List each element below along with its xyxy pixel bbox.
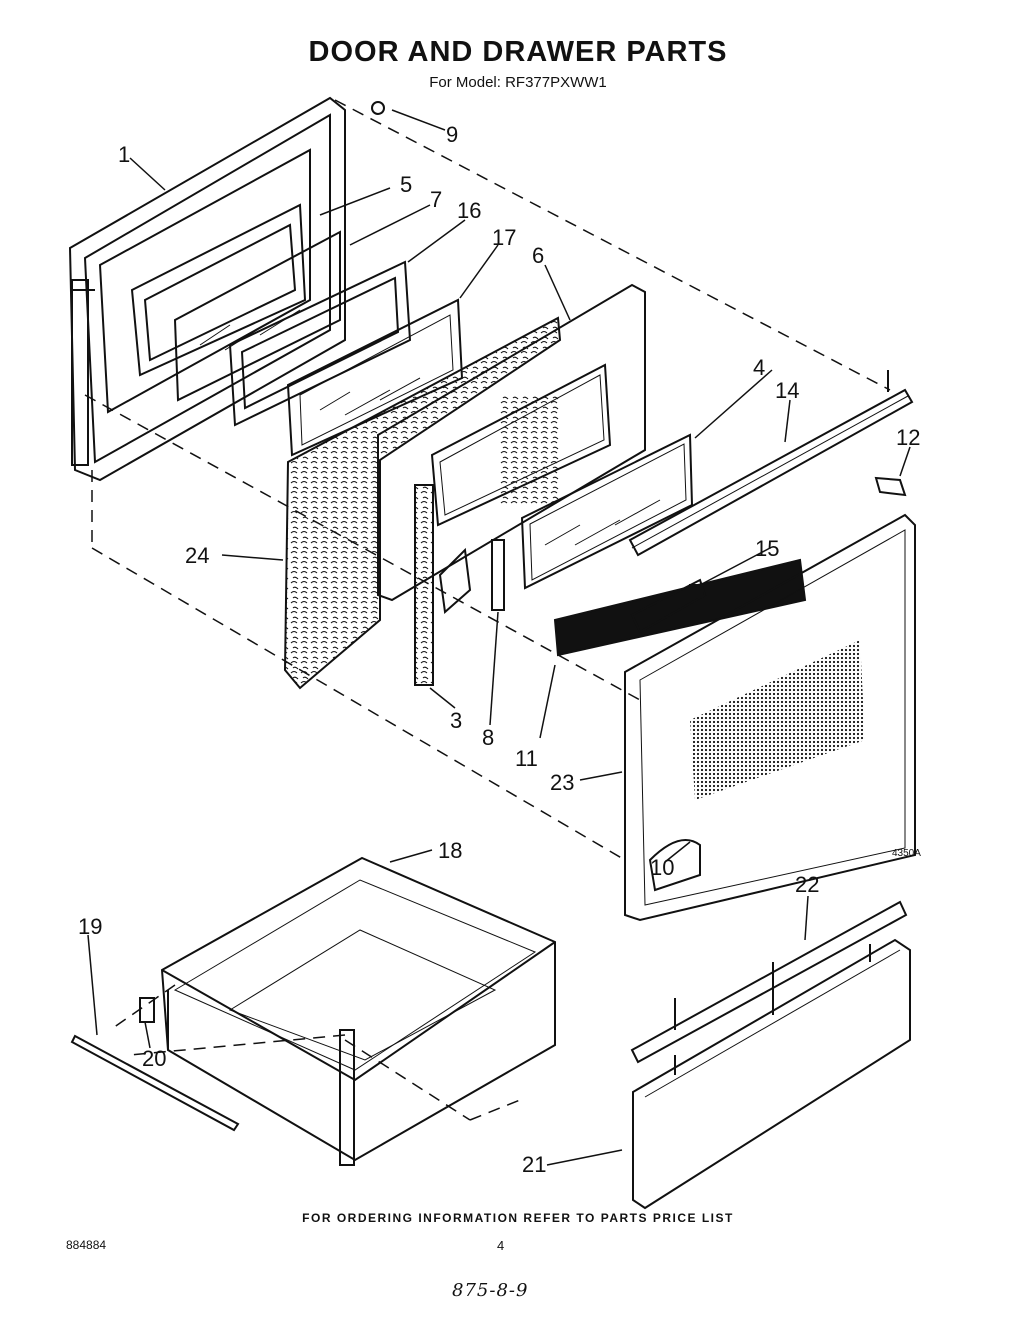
handle-cap-part-12 [874,476,907,497]
callout-11: 11 [515,746,538,771]
callout-10: 10 [650,855,674,880]
callout-4: 4 [753,355,765,380]
hinge-bracket-part-15 [630,578,707,634]
callout-23: 23 [550,770,574,795]
inner-frame-part-5 [130,203,307,377]
trim-strip-part-11 [553,558,807,657]
outer-door-frame-part-1 [68,96,346,482]
callout-5: 5 [400,172,412,197]
handwritten-note: 875-8-9 [452,1280,529,1301]
callout-24: 24 [185,543,209,568]
drawer-trim-part-22 [630,900,908,1064]
rail-part-19 [70,1034,240,1132]
callout-3: 3 [450,708,462,733]
window-frame-part-16 [228,260,412,427]
page-title: DOOR AND DRAWER PARTS [308,36,728,68]
glass-panel-part-4 [520,433,694,590]
callout-18: 18 [438,838,462,863]
model-subtitle: For Model: RF377PXWW1 [429,74,607,91]
callout-labels: 1 5 7 16 17 6 9 4 14 12 15 24 3 8 11 23 … [78,122,920,1177]
callout-9: 9 [446,122,458,147]
ordering-note: FOR ORDERING INFORMATION REFER TO PARTS … [302,1211,734,1225]
callout-1: 1 [118,142,130,167]
door-top-trim-part-14 [628,370,914,557]
drawer-body-part-18 [160,856,556,1166]
bracket-part-8 [438,539,505,614]
outer-door-panel-part-23 [624,513,916,922]
page-number: 4 [497,1238,505,1253]
callout-15: 15 [755,536,779,561]
callout-8: 8 [482,725,494,750]
callout-leaders [87,109,911,1166]
document-number: 884884 [66,1238,107,1252]
callout-16: 16 [457,198,481,223]
side-channel-part-3 [414,484,434,686]
illustration-code: 4350A [892,848,921,859]
callout-14: 14 [775,378,799,403]
callout-22: 22 [795,872,819,897]
clip-part-20 [139,997,155,1023]
callout-21: 21 [522,1152,546,1177]
callout-12: 12 [896,425,920,450]
callout-7: 7 [430,187,442,212]
screw-part-9 [371,101,385,115]
callout-20: 20 [142,1046,166,1071]
callout-17: 17 [492,225,516,250]
drawer-front-part-21 [632,938,911,1210]
insulation-part-24 [283,316,562,690]
callout-6: 6 [532,243,544,268]
alignment-lines [84,99,891,1121]
callout-19: 19 [78,914,102,939]
